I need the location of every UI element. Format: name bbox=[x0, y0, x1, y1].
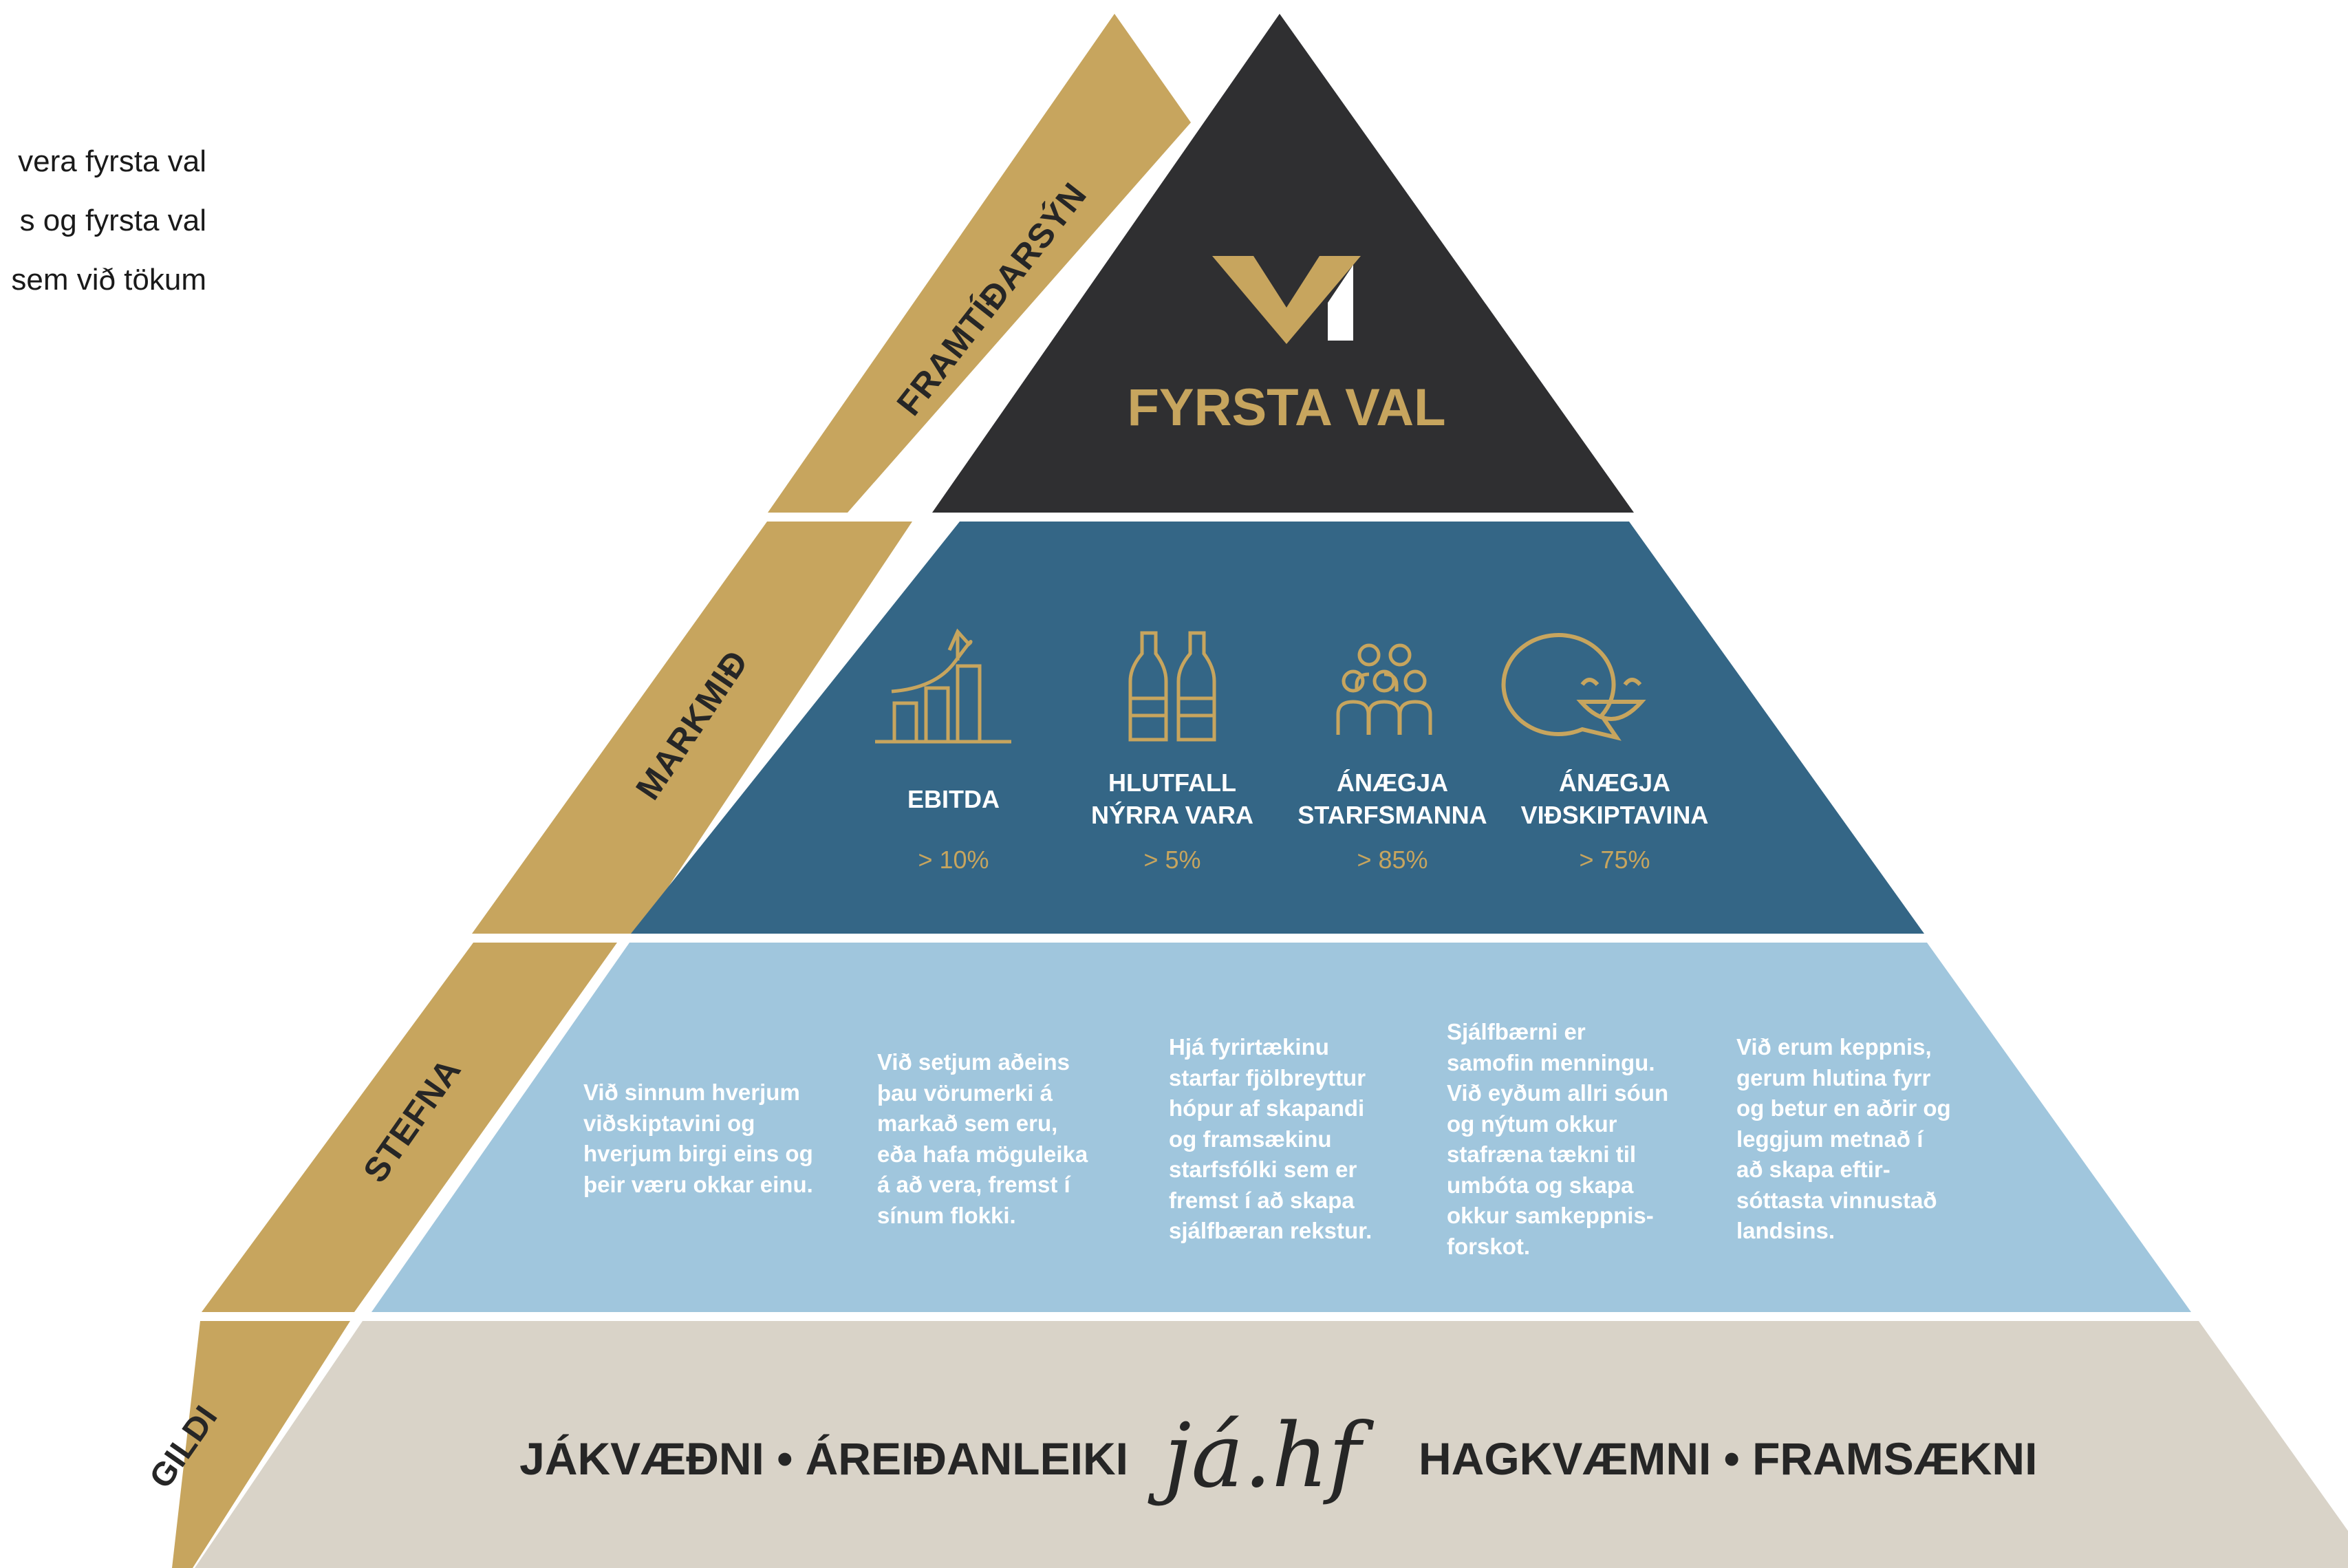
strategy-5-line-2: gerum hlutina fyrr bbox=[1736, 1064, 1931, 1091]
strategy-4-line-6: umbóta og skapa bbox=[1447, 1172, 1634, 1198]
strategy-text-5: Við erum keppnis, gerum hlutina fyrr og … bbox=[1736, 1032, 1984, 1247]
v1-logo-icon bbox=[1212, 256, 1361, 344]
strategy-1-line-2: viðskiptavini og bbox=[583, 1110, 755, 1136]
strategy-2-line-4: eða hafa möguleika bbox=[877, 1141, 1088, 1167]
bottles-icon bbox=[1128, 631, 1216, 742]
strategy-1-line-4: þeir væru okkar einu. bbox=[583, 1171, 813, 1197]
values-tier bbox=[195, 1321, 2348, 1568]
goal-value-3: > 85% bbox=[1357, 846, 1428, 874]
vision-band bbox=[768, 14, 1191, 513]
goal-value-2: > 5% bbox=[1143, 846, 1200, 874]
strategy-1-line-1: Við sinnum hverjum bbox=[583, 1080, 800, 1105]
goal-title-4a: ÁNÆGJA bbox=[1559, 769, 1670, 797]
strategy-4-line-2: samofin menningu. bbox=[1447, 1049, 1655, 1075]
goal-title-3a: ÁNÆGJA bbox=[1337, 769, 1448, 797]
strategy-3-line-4: og framsækinu bbox=[1169, 1126, 1332, 1152]
strategy-4-line-4: og nýtum okkur bbox=[1447, 1110, 1617, 1137]
strategy-4-line-7: okkur samkeppnis- bbox=[1447, 1203, 1654, 1228]
strategy-text-1: Við sinnum hverjum viðskiptavini og hver… bbox=[583, 1077, 831, 1200]
growth-chart-icon bbox=[875, 628, 1011, 744]
smiley-speech-bubble-icon bbox=[1501, 633, 1646, 741]
intro-text-line-2: s og fyrsta val bbox=[19, 204, 206, 237]
strategy-3-line-2: starfar fjölbreyttur bbox=[1169, 1064, 1366, 1091]
strategy-3-line-6: fremst í að skapa bbox=[1169, 1187, 1355, 1213]
strategy-2-line-5: á að vera, fremst í bbox=[877, 1172, 1070, 1197]
people-group-icon bbox=[1336, 643, 1432, 735]
ja-hf-logo: já.hf bbox=[1148, 1405, 1375, 1507]
goal-title-4b: VIÐSKIPTAVINA bbox=[1521, 801, 1709, 829]
goal-value-1: > 10% bbox=[918, 846, 989, 874]
strategy-3-line-7: sjálfbæran rekstur. bbox=[1169, 1218, 1372, 1243]
apex-tier bbox=[932, 14, 1634, 513]
strategy-5-line-5: að skapa eftir- bbox=[1736, 1157, 1891, 1182]
goal-title-3b: STARFSMANNA bbox=[1297, 801, 1487, 829]
strategy-3-line-5: starfsfólki sem er bbox=[1169, 1157, 1357, 1182]
strategy-5-line-4: leggjum metnað í bbox=[1736, 1126, 1924, 1152]
values-band bbox=[172, 1321, 350, 1568]
strategy-2-line-6: sínum flokki. bbox=[877, 1202, 1016, 1228]
values-left: JÁKVÆÐNI • ÁREIÐANLEIKI bbox=[519, 1433, 1128, 1484]
goals-tier bbox=[631, 522, 1924, 934]
apex-title: FYRSTA VAL bbox=[1127, 378, 1445, 437]
strategy-2-line-3: markað sem eru, bbox=[877, 1110, 1058, 1136]
strategy-4-line-3: Við eyðum allri sóun bbox=[1447, 1080, 1669, 1106]
strategy-1-line-3: hverjum birgi eins og bbox=[583, 1141, 813, 1166]
values-right: HAGKVÆMNI • FRAMSÆKNI bbox=[1419, 1433, 2037, 1484]
goal-value-4: > 75% bbox=[1579, 846, 1650, 874]
goal-title-2a: HLUTFALL bbox=[1108, 769, 1236, 797]
strategy-5-line-6: sóttasta vinnustað bbox=[1736, 1187, 1937, 1213]
strategy-3-line-3: hópur af skapandi bbox=[1169, 1095, 1365, 1121]
strategy-2-line-1: Við setjum aðeins bbox=[877, 1049, 1070, 1075]
intro-text-line-3: sem við tökum bbox=[11, 263, 206, 297]
strategy-4-line-1: Sjálfbærni er bbox=[1447, 1019, 1586, 1044]
strategy-5-line-3: og betur en aðrir og bbox=[1736, 1095, 1951, 1121]
strategy-tier bbox=[371, 943, 2191, 1312]
strategy-4-line-8: forskot. bbox=[1447, 1233, 1531, 1259]
strategy-text-3: Hjá fyrirtækinu starfar fjölbreyttur hóp… bbox=[1169, 1032, 1417, 1247]
strategy-4-line-5: stafræna tækni til bbox=[1447, 1141, 1637, 1167]
strategy-3-line-1: Hjá fyrirtækinu bbox=[1169, 1034, 1329, 1060]
goal-title-1: EBITDA bbox=[907, 785, 1000, 813]
strategy-text-4: Sjálfbærni er samofin menningu. Við eyðu… bbox=[1447, 1017, 1694, 1262]
intro-text-line-1: vera fyrsta val bbox=[18, 144, 206, 178]
goal-title-2b: NÝRRA VARA bbox=[1091, 801, 1253, 829]
strategy-2-line-2: þau vörumerki á bbox=[877, 1080, 1053, 1106]
strategy-5-line-7: landsins. bbox=[1736, 1218, 1835, 1243]
strategy-5-line-1: Við erum keppnis, bbox=[1736, 1034, 1932, 1060]
strategy-band bbox=[202, 943, 617, 1312]
strategy-text-2: Við setjum aðeins þau vörumerki á markað… bbox=[877, 1047, 1125, 1231]
goals-band bbox=[472, 522, 912, 934]
